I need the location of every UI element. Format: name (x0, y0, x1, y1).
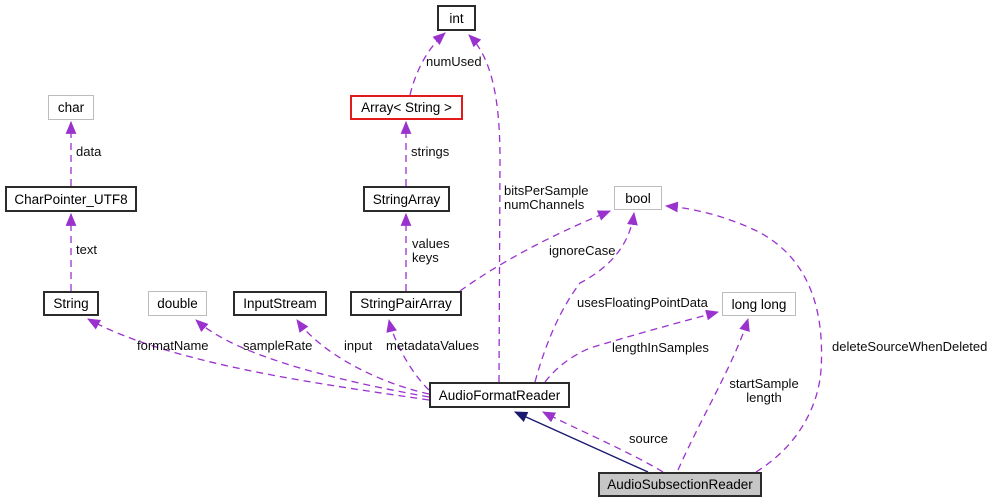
edge-label-ignorecase: ignoreCase (549, 243, 616, 258)
edge-label-strings: strings (411, 144, 450, 159)
node-string[interactable]: String (43, 291, 99, 316)
edge-label-bitspersample-numchannels: bitsPerSample numChannels (504, 183, 589, 212)
edge-usesfloatingpointdata (534, 211, 638, 383)
edge-label-numused: numUsed (426, 54, 482, 69)
node-long-long: long long (722, 292, 796, 316)
node-int: int (437, 5, 476, 31)
node-stringpairarray[interactable]: StringPairArray (350, 291, 462, 316)
node-array-string[interactable]: Array< String > (350, 95, 463, 120)
edge-label-source: source (629, 431, 669, 446)
edge-inheritance (513, 411, 649, 473)
edge-label-formatname: formatName (137, 338, 209, 353)
edge-label-data: data (76, 144, 102, 159)
edge-samplerate (195, 319, 430, 398)
edge-label-values-keys: values keys (412, 236, 450, 265)
node-inputstream[interactable]: InputStream (233, 291, 327, 316)
node-char: char (48, 95, 94, 120)
edge-bitspersample (468, 34, 501, 383)
edge-source (542, 411, 664, 473)
node-double: double (148, 291, 207, 316)
edge-label-deletesourcewhendeleted: deleteSourceWhenDeleted (832, 339, 988, 354)
edge-label-startsample-length: startSample length (729, 376, 799, 405)
node-bool: bool (614, 186, 662, 210)
edge-numused (409, 32, 446, 96)
edge-label-input: input (344, 338, 373, 353)
node-stringarray[interactable]: StringArray (363, 186, 450, 212)
edge-deletesourcewhendeleted (664, 201, 823, 473)
edge-ignorecase (459, 210, 612, 292)
edge-startsample-length (677, 317, 750, 471)
edge-label-samplerate: sampleRate (243, 338, 313, 353)
edge-formatname (87, 318, 430, 401)
edge-label-lengthinsamples: lengthInSamples (612, 340, 709, 355)
edge-label-usesfloatingpointdata: usesFloatingPointData (577, 295, 708, 310)
edge-label-text: text (76, 242, 97, 257)
edge-label-metadatavalues: metadataValues (386, 338, 479, 353)
node-audioformatreader[interactable]: AudioFormatReader (429, 382, 570, 408)
edge-metadatavalues (386, 318, 430, 391)
node-audiosubsectionreader: AudioSubsectionReader (598, 472, 762, 497)
node-charpointer-utf8[interactable]: CharPointer_UTF8 (5, 186, 137, 212)
